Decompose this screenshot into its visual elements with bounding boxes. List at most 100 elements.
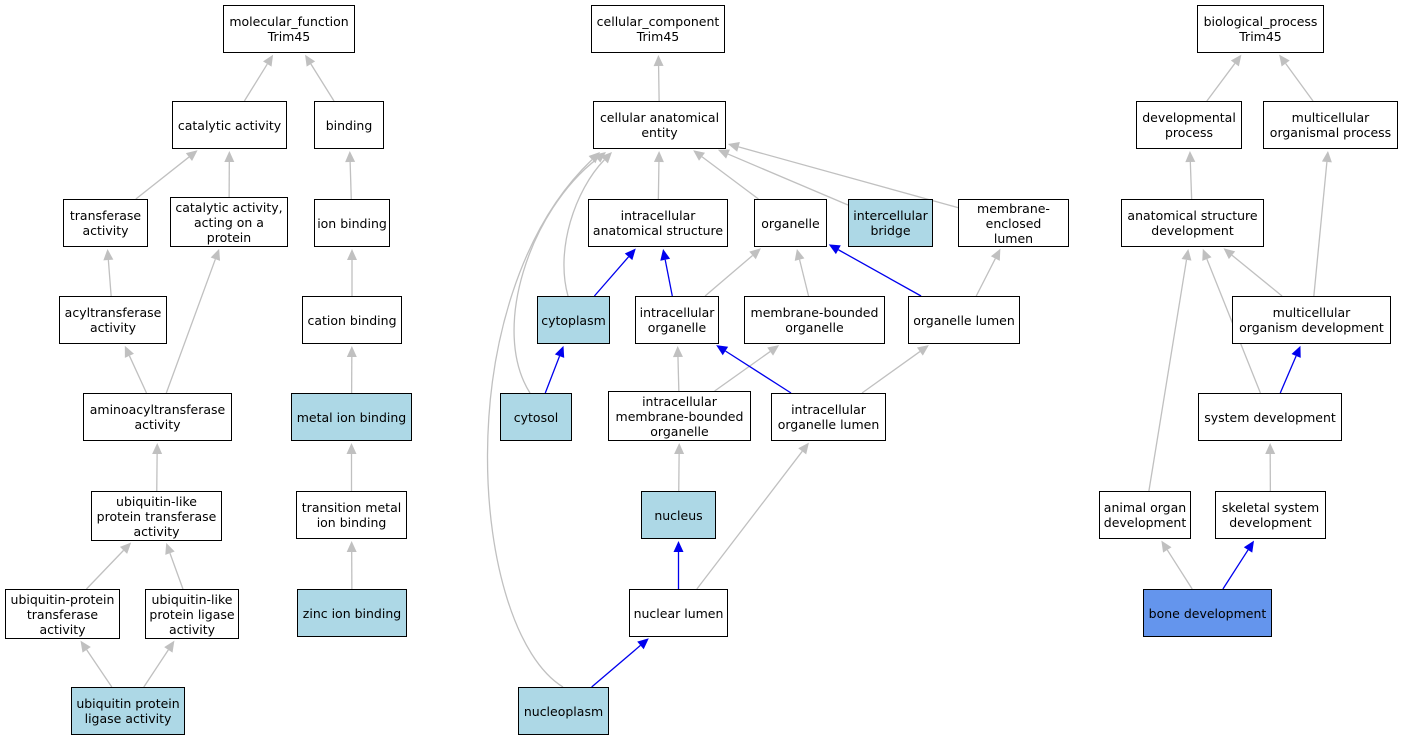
go-term-binding[interactable]: binding <box>314 101 384 149</box>
edge-cat-protein-to-catalytic-arrowhead <box>224 150 235 163</box>
edge-bone-dev-to-animal-organ-arrowhead <box>1161 540 1172 553</box>
edge-animal-organ-to-asd-arrowhead <box>1181 248 1192 261</box>
edge-asd-to-dev-process <box>1189 161 1193 200</box>
edge-organelle-to-cae <box>701 156 759 200</box>
edge-nucleoplasm-to-cae <box>486 159 593 688</box>
edge-mel-to-cae-arrowhead <box>727 142 740 152</box>
edge-nucleoplasm-to-nuc-lumen <box>591 644 641 688</box>
edge-iol-to-org-lumen-arrowhead <box>916 345 929 356</box>
go-term-io[interactable]: intracellular organelle <box>635 296 719 344</box>
edge-metal-ion-to-cation-binding-arrowhead <box>346 345 357 358</box>
edge-sys-dev-to-mod-arrowhead <box>1291 345 1301 358</box>
go-term-mod[interactable]: multicellular organism development <box>1232 296 1391 344</box>
edge-acyltransferase-to-transferase-arrowhead <box>103 248 114 261</box>
go-term-ias[interactable]: intracellular anatomical structure <box>588 199 728 247</box>
go-term-ubl-transferase[interactable]: ubiquitin-like protein transferase activ… <box>91 491 222 541</box>
go-term-ubl-ligase[interactable]: ubiquitin-like protein ligase activity <box>145 589 239 639</box>
edge-imbo-to-io <box>677 356 680 392</box>
edge-nucleoplasm-to-nuc-lumen-arrowhead <box>637 638 649 650</box>
edge-ion-binding-to-binding-arrowhead <box>345 150 356 163</box>
edge-ion-binding-to-binding <box>349 161 352 200</box>
edge-ubl-ligase-to-ubl-transferase <box>169 553 184 590</box>
edge-aminoacyl-to-acyltransferase-arrowhead <box>124 345 134 358</box>
edge-cation-binding-to-ion-binding-arrowhead <box>347 249 357 260</box>
go-term-acyltransferase[interactable]: acyltransferase activity <box>59 296 167 344</box>
edge-skeletal-to-sys-dev-arrowhead <box>1265 442 1276 455</box>
go-term-nucleus[interactable]: nucleus <box>641 491 716 539</box>
edge-io-to-organelle <box>704 254 753 297</box>
go-term-ub-ligase[interactable]: ubiquitin protein ligase activity <box>71 687 185 735</box>
edge-asd-to-dev-process-arrowhead <box>1185 150 1196 163</box>
go-term-animal-organ[interactable]: animal organ development <box>1099 491 1191 539</box>
edge-org-lumen-to-mel <box>975 258 996 297</box>
edge-cytosol-to-cae <box>513 158 598 394</box>
edge-sys-dev-to-asd-arrowhead <box>1202 248 1212 261</box>
go-term-mf[interactable]: molecular_function Trim45 <box>223 5 355 53</box>
go-term-nucleoplasm[interactable]: nucleoplasm <box>518 687 609 735</box>
edge-mod-to-mop-arrowhead <box>1321 150 1332 163</box>
go-term-cc[interactable]: cellular_component Trim45 <box>591 5 725 53</box>
edge-imbo-to-io-arrowhead <box>672 345 683 358</box>
edge-io-to-organelle-arrowhead <box>749 248 761 260</box>
go-term-cat-protein[interactable]: catalytic activity, acting on a protein <box>170 197 288 247</box>
go-term-catalytic[interactable]: catalytic activity <box>172 101 287 149</box>
edge-aminoacyl-to-cat-protein <box>165 258 216 394</box>
go-term-cytosol[interactable]: cytosol <box>500 393 572 441</box>
edge-catalytic-to-mf <box>243 63 268 102</box>
go-term-iol[interactable]: intracellular organelle lumen <box>771 393 886 441</box>
go-term-zinc[interactable]: zinc ion binding <box>297 589 407 637</box>
go-term-cytoplasm[interactable]: cytoplasm <box>537 296 610 344</box>
edge-catalytic-to-mf-arrowhead <box>263 54 274 67</box>
go-term-cae[interactable]: cellular anatomical entity <box>593 101 726 149</box>
go-term-bone-dev[interactable]: bone development <box>1143 589 1272 637</box>
go-term-mop[interactable]: multicellular organismal process <box>1263 101 1398 149</box>
go-term-cation-binding[interactable]: cation binding <box>302 296 402 344</box>
go-term-metal-ion[interactable]: metal ion binding <box>291 393 412 441</box>
edge-binding-to-mf <box>310 63 335 102</box>
go-term-mel[interactable]: membrane-enclosed lumen <box>958 199 1069 247</box>
go-term-dev-process[interactable]: developmental process <box>1136 101 1242 149</box>
go-term-nuc-lumen[interactable]: nuclear lumen <box>629 589 728 637</box>
edge-bone-dev-to-skeletal-arrowhead <box>1243 540 1254 553</box>
go-term-mbo[interactable]: membrane-bounded organelle <box>744 296 885 344</box>
edge-ub-ligase-to-ub-protein-transferase <box>86 649 113 688</box>
edge-iol-to-io <box>725 350 792 394</box>
edge-nucleus-to-imbo-arrowhead <box>674 442 685 455</box>
go-term-org-lumen[interactable]: organelle lumen <box>908 296 1020 344</box>
go-term-bp[interactable]: biological_process Trim45 <box>1197 5 1324 53</box>
go-term-asd[interactable]: anatomical structure development <box>1121 199 1264 247</box>
edge-mod-to-mop <box>1313 161 1328 297</box>
edge-cytosol-to-cytoplasm <box>544 355 561 394</box>
edge-sys-dev-to-mod <box>1279 355 1297 394</box>
go-term-transition-metal[interactable]: transition metal ion binding <box>296 491 407 539</box>
go-term-imbo[interactable]: intracellular membrane-bounded organelle <box>608 391 751 441</box>
go-term-sys-dev[interactable]: system development <box>1198 393 1342 441</box>
edge-mbo-to-organelle <box>798 259 810 297</box>
go-term-ub-protein-transferase[interactable]: ubiquitin-protein transferase activity <box>5 589 120 639</box>
go-term-aminoacyl[interactable]: aminoacyltransferase activity <box>83 393 232 441</box>
edge-iol-to-io-arrowhead <box>716 345 729 356</box>
go-term-ic-bridge[interactable]: intercellular bridge <box>848 199 933 247</box>
edge-nuc-lumen-to-iol-arrowhead <box>798 442 809 455</box>
edge-mod-to-asd <box>1231 254 1283 297</box>
edge-aminoacyl-to-cat-protein-arrowhead <box>210 248 221 261</box>
edge-ic-bridge-to-cae-arrowhead <box>717 149 730 159</box>
edge-mbo-to-organelle-arrowhead <box>794 248 805 261</box>
edge-io-to-ias-arrowhead <box>660 248 671 261</box>
edge-org-lumen-to-mel-arrowhead <box>990 248 1001 261</box>
edge-transferase-to-catalytic <box>135 156 190 200</box>
edge-cytosol-to-cytoplasm-arrowhead <box>554 345 565 358</box>
edge-nucleoplasm-to-cae-arrowhead <box>588 152 600 164</box>
edge-ias-to-cae <box>657 161 660 200</box>
edge-ubl-ligase-to-ubl-transferase-arrowhead <box>165 542 175 555</box>
edge-acyltransferase-to-transferase <box>107 259 112 297</box>
go-term-skeletal[interactable]: skeletal system development <box>1215 491 1326 539</box>
edge-dev-process-to-bp <box>1206 63 1236 102</box>
edge-organelle-to-cae-arrowhead <box>693 150 705 161</box>
go-term-organelle[interactable]: organelle <box>754 199 827 247</box>
go-term-transferase[interactable]: transferase activity <box>63 199 148 247</box>
edge-iol-to-org-lumen <box>861 351 921 394</box>
edge-mop-to-bp-arrowhead <box>1279 54 1290 67</box>
go-term-ion-binding[interactable]: ion binding <box>314 199 390 247</box>
